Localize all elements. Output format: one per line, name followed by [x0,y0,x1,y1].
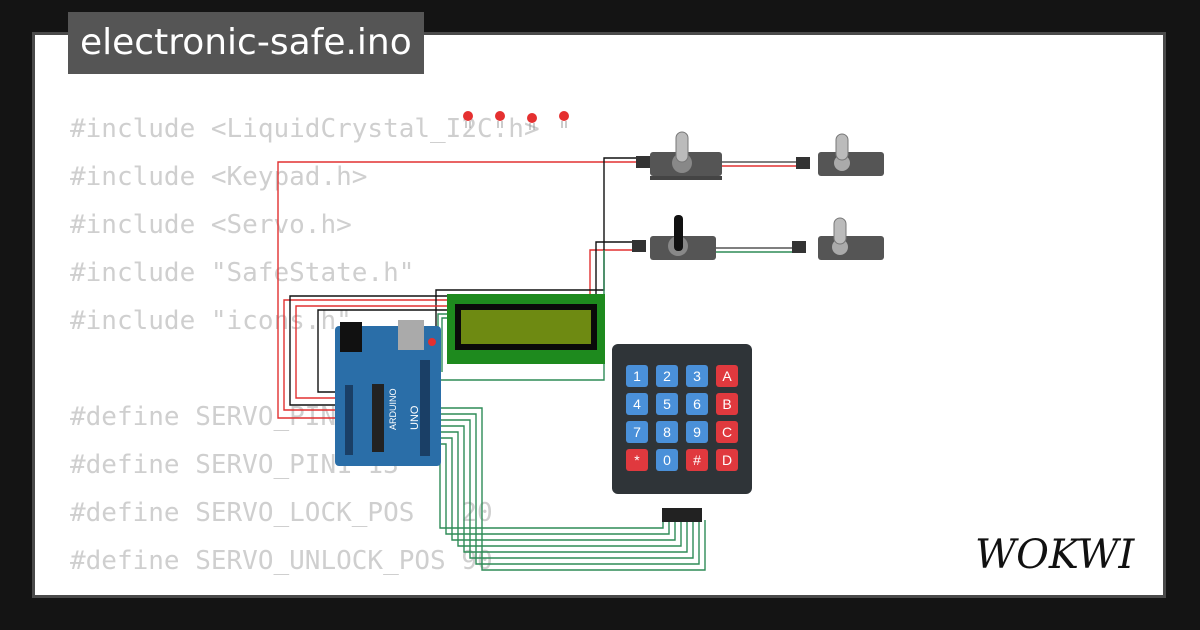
code-line: #include "SafeState.h" [70,258,415,288]
keypad-key-label: # [693,452,701,468]
wokwi-logo: WOKWI [975,532,1135,576]
code-line: Servo lockServo; lockServo1 [70,585,540,595]
keypad-key-label: 3 [693,368,701,384]
keypad[interactable]: 1 2 3 A 4 5 6 B 7 8 9 C * 0 # D [612,344,752,522]
keypad-key-label: D [722,452,732,468]
keypad-key[interactable]: A [716,365,738,387]
led-red-2[interactable] [495,111,505,128]
servo-1[interactable] [636,131,722,180]
keypad-key-label: 5 [663,396,671,412]
servo-3[interactable] [632,215,716,260]
keypad-key[interactable]: 9 [686,421,708,443]
keypad-key-label: 8 [663,424,671,440]
led-red-4[interactable] [559,111,569,128]
arduino-uno[interactable] [335,320,441,466]
keypad-key[interactable]: 6 [686,393,708,415]
keypad-key[interactable]: 1 [626,365,648,387]
code-line: #include <LiquidCrystal_I2C.h> [70,114,540,144]
keypad-key[interactable]: 5 [656,393,678,415]
keypad-key-label: 4 [633,396,641,412]
servo-4[interactable] [792,217,884,260]
keypad-key[interactable]: B [716,393,738,415]
code-line: #define SERVO_LOCK_POS 20 [70,498,493,528]
lcd-display[interactable] [447,294,605,364]
keypad-key[interactable]: 4 [626,393,648,415]
code-background: #include <LiquidCrystal_I2C.h> #include <… [70,105,540,595]
keypad-key-label: 6 [693,396,701,412]
keypad-key[interactable]: 8 [656,421,678,443]
code-line: #include "icons.h" [70,306,352,336]
keypad-key-label: A [722,368,732,384]
preview-card: #include <LiquidCrystal_I2C.h> #include <… [32,32,1166,598]
code-line: #include <Servo.h> [70,210,352,240]
servo-2[interactable] [796,133,884,176]
keypad-key[interactable]: 2 [656,365,678,387]
code-line: #define SERVO_UNLOCK_POS 90 [70,546,493,576]
keypad-key-label: 1 [633,368,641,384]
keypad-key[interactable]: 0 [656,449,678,471]
led-red-1[interactable] [463,111,473,128]
arduino-label: UNO [409,405,421,430]
keypad-key[interactable]: # [686,449,708,471]
keypad-key-label: 9 [693,424,701,440]
keypad-key[interactable]: C [716,421,738,443]
keypad-key-label: * [634,452,640,468]
led-red-3[interactable] [527,113,537,130]
code-line: #include <Keypad.h> [70,162,368,192]
keypad-key-label: 2 [663,368,671,384]
keypad-key[interactable]: * [626,449,648,471]
keypad-key-label: 7 [633,424,641,440]
keypad-key-label: 0 [663,452,671,468]
keypad-key[interactable]: D [716,449,738,471]
keypad-key[interactable]: 7 [626,421,648,443]
wokwi-logo-text: WOKWI [975,532,1135,576]
keypad-key-label: C [722,424,732,440]
keypad-key-label: B [722,396,731,412]
keypad-key[interactable]: 3 [686,365,708,387]
arduino-brand: ARDUINO [388,388,398,430]
project-title: electronic-safe.ino [68,12,424,74]
